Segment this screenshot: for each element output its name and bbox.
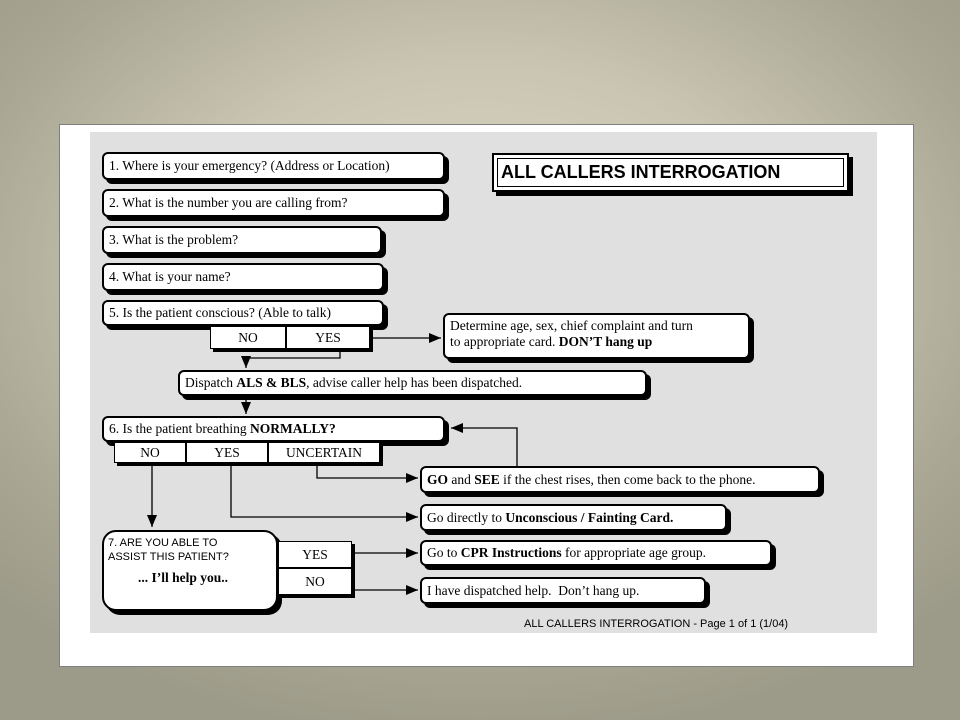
question-6-box: 6. Is the patient breathing NORMALLY?: [102, 416, 445, 442]
q7-option-no-label: NO: [305, 573, 325, 589]
question-5-box: 5. Is the patient conscious? (Able to ta…: [102, 300, 384, 326]
question-3-box: 3. What is the problem?: [102, 226, 382, 254]
cpr-text-post: for appropriate age group.: [561, 545, 706, 560]
see-text: SEE: [474, 471, 500, 487]
go-directly-box: Go directly to Unconscious / Fainting Ca…: [420, 504, 727, 531]
determine-line-2-text: to appropriate card.: [450, 334, 559, 349]
dispatch-text-pre: Dispatch: [185, 375, 233, 390]
question-2-text: 2. What is the number you are calling fr…: [109, 195, 348, 210]
question-7-line-2: ASSIST THIS PATIENT?: [108, 551, 229, 563]
q7-option-yes-label: YES: [302, 546, 328, 562]
cpr-text-pre: Go to: [427, 545, 461, 560]
q7-option-no: NO: [278, 568, 352, 595]
question-7-line-1: 7. ARE YOU ABLE TO: [108, 537, 218, 549]
q6-option-uncertain: UNCERTAIN: [268, 442, 380, 463]
q5-option-yes: YES: [286, 326, 370, 349]
go-text: GO: [427, 471, 449, 487]
dispatch-box: Dispatch ALS & BLS, advise caller help h…: [178, 370, 647, 396]
dispatched-help-text: I have dispatched help. Don’t hang up.: [427, 582, 640, 598]
q5-option-no: NO: [210, 326, 286, 349]
dispatched-help-box: I have dispatched help. Don’t hang up.: [420, 577, 706, 604]
q5-option-yes-label: YES: [315, 329, 341, 345]
unconscious-card-text: Unconscious / Fainting Card.: [505, 509, 674, 525]
q6-option-yes-label: YES: [214, 444, 240, 460]
q7-option-yes: YES: [278, 541, 352, 568]
question-4-box: 4. What is your name?: [102, 263, 384, 291]
q5-option-no-label: NO: [238, 329, 258, 345]
question-5-text: 5. Is the patient conscious? (Able to ta…: [109, 305, 331, 320]
dispatch-units-text: ALS & BLS: [236, 375, 307, 390]
question-7-box: 7. ARE YOU ABLE TO ASSIST THIS PATIENT? …: [102, 530, 278, 611]
question-1-box: 1. Where is your emergency? (Address or …: [102, 152, 445, 180]
dispatch-text-post: , advise caller help has been dispatched…: [306, 375, 523, 390]
page-title-text: ALL CALLERS INTERROGATION: [501, 162, 781, 182]
cpr-instructions-text: CPR Instructions: [460, 545, 562, 560]
go-and-see-box: GO and SEE if the chest rises, then come…: [420, 466, 820, 493]
go-directly-text: Go directly to: [427, 509, 506, 525]
page-footer: ALL CALLERS INTERROGATION - Page 1 of 1 …: [524, 618, 789, 630]
go-and-see-text: if the chest rises, then come back to th…: [499, 471, 756, 487]
cpr-instructions-box: Go to CPR Instructions for appropriate a…: [420, 540, 772, 566]
and-text: and: [448, 471, 475, 487]
q6-option-yes: YES: [186, 442, 268, 463]
question-3-text: 3. What is the problem?: [109, 232, 239, 247]
dont-hang-up-text: DON’T hang up: [558, 334, 653, 349]
q6-option-no-label: NO: [140, 444, 160, 460]
determine-line-2: to appropriate card. DON’T hang up: [450, 334, 743, 350]
question-4-text: 4. What is your name?: [109, 269, 231, 284]
question-1-text: 1. Where is your emergency? (Address or …: [109, 158, 390, 173]
q6-option-no: NO: [114, 442, 186, 463]
determine-line-1: Determine age, sex, chief complaint and …: [450, 318, 693, 333]
determine-age-box: Determine age, sex, chief complaint and …: [443, 313, 750, 359]
question-6-emphasis: NORMALLY?: [249, 421, 336, 436]
q6-option-uncertain-label: UNCERTAIN: [285, 444, 363, 460]
page-title: ALL CALLERS INTERROGATION: [492, 153, 849, 192]
question-7-line-3: ... I’ll help you..: [138, 570, 229, 585]
question-6-text: 6. Is the patient breathing: [109, 421, 247, 436]
question-2-box: 2. What is the number you are calling fr…: [102, 189, 445, 217]
